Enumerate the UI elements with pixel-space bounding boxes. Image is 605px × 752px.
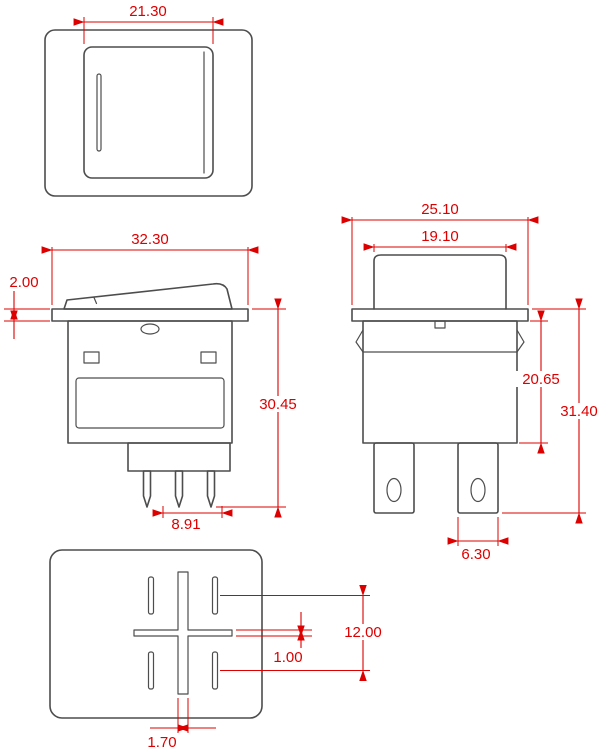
front-view-body <box>67 320 233 444</box>
bottom-view-terminal-slot-top-left <box>147 576 155 615</box>
bottom-view-terminal-slot-top-right <box>211 576 219 615</box>
side-view-snap-ramp-right <box>516 329 525 353</box>
front-view-screw-boss <box>140 323 160 335</box>
front-view-label-recess <box>75 377 225 429</box>
side-view-snap-ramp-left <box>355 329 364 353</box>
label-backing <box>554 403 604 419</box>
bottom-view-terminal-slot-bottom-left <box>147 651 155 690</box>
front-view-pin-2 <box>174 470 184 508</box>
dim-label-side-body-height: 20.65 <box>522 371 560 388</box>
top-view: 21.30 <box>44 3 253 197</box>
side-view-center-rib <box>434 320 446 329</box>
dim-label-front-overall-height: 30.45 <box>259 396 297 413</box>
front-view: 32.30 2.00 30.45 8.91 <box>4 231 303 533</box>
dim-label-bottom-slot-spacing: 12.00 <box>344 624 382 641</box>
label-backing <box>253 396 303 412</box>
bottom-view-base-outline <box>49 549 263 719</box>
front-view-mounting-flange <box>51 308 249 322</box>
label-backing <box>337 624 389 640</box>
dim-side-body-height: 20.65 <box>516 310 566 454</box>
dim-side-overall-height: 31.40 <box>502 298 604 524</box>
dim-label-bottom-rib-width: 1.70 <box>147 734 176 751</box>
dim-bottom-rib-width: 1.70 <box>147 698 216 751</box>
side-view-rocker-actuator <box>373 254 507 310</box>
dim-label-top-rocker-width: 21.30 <box>129 3 167 20</box>
dim-label-front-flange-width: 32.30 <box>131 231 169 248</box>
front-view-latch-window-left <box>83 351 100 364</box>
dim-front-flange-width: 32.30 <box>41 231 259 305</box>
dim-front-flange-thickness: 2.00 <box>4 274 50 339</box>
dim-label-side-overall-height: 31.40 <box>560 403 598 420</box>
front-view-rocker-slot-mark <box>93 296 98 305</box>
dim-side-rocker-width: 19.10 <box>363 228 517 252</box>
dim-front-pin-spacing: 8.91 <box>152 506 233 533</box>
dim-label-side-flange-width: 25.10 <box>421 201 459 218</box>
front-view-rocker-actuator <box>63 282 233 310</box>
label-backing <box>516 371 566 387</box>
dim-bottom-rib-thickness: 1.00 <box>236 612 312 666</box>
side-view-terminal-right <box>457 442 499 514</box>
front-view-pin-1 <box>142 470 152 508</box>
front-view-terminal-housing <box>127 442 231 472</box>
dim-label-front-pin-spacing: 8.91 <box>171 516 200 533</box>
front-view-latch-window-right <box>200 351 217 364</box>
side-view: 25.10 19.10 20.65 31.40 6.30 <box>341 201 604 563</box>
dim-side-terminal-width: 6.30 <box>447 517 509 563</box>
side-view-terminal-hole-left <box>386 477 402 503</box>
dim-label-side-rocker-width: 19.10 <box>421 228 459 245</box>
top-view-indicator-slot <box>96 73 102 152</box>
top-view-rocker-button <box>83 46 214 179</box>
side-view-body <box>362 320 518 444</box>
bottom-view-terminal-slot-bottom-right <box>211 651 219 690</box>
dim-side-flange-width: 25.10 <box>341 201 539 305</box>
dim-front-overall-height: 30.45 <box>216 298 303 518</box>
bottom-view: 12.00 1.00 1.70 <box>49 549 389 751</box>
top-view-bezel-outline <box>44 29 253 197</box>
dim-bottom-slot-spacing: 12.00 <box>220 585 389 681</box>
front-view-pin-3 <box>206 470 216 508</box>
side-view-mounting-flange <box>351 308 529 322</box>
bottom-view-cross-divider <box>133 571 233 695</box>
dim-label-front-flange-thickness: 2.00 <box>9 274 38 291</box>
side-view-terminal-hole-right <box>470 477 486 503</box>
dim-label-side-terminal-width: 6.30 <box>461 546 490 563</box>
side-view-terminal-left <box>373 442 415 514</box>
dim-label-bottom-rib-thickness: 1.00 <box>273 649 302 666</box>
dim-top-rocker-width: 21.30 <box>73 3 224 44</box>
